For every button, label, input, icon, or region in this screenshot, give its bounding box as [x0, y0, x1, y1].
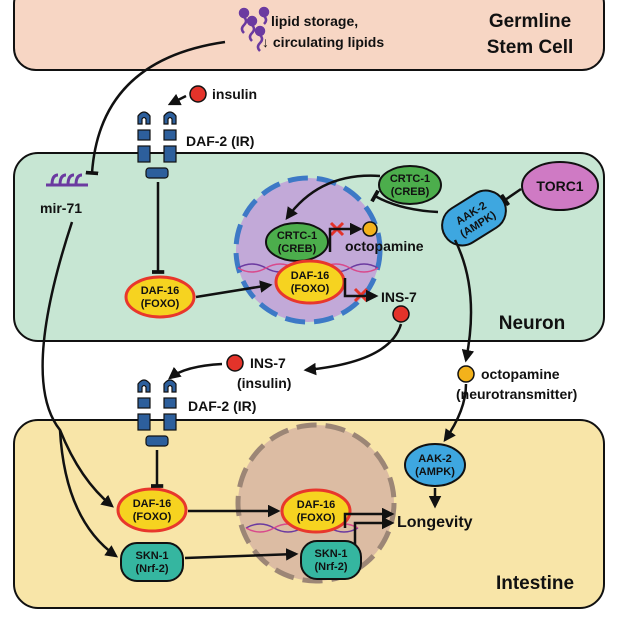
lipid-label-line2: ↓ circulating lipids	[262, 34, 384, 50]
ins7-secreted-label-line1: INS-7	[250, 355, 286, 371]
svg-text:CRTC-1: CRTC-1	[277, 230, 317, 242]
aak2-intestine-node: AAK-2 (AMPK)	[404, 443, 466, 487]
octopamine-label-line1: octopamine	[481, 366, 560, 382]
arrow-daf16-longevity	[343, 507, 395, 528]
crtc1-outer-node: CRTC-1 (CREB)	[378, 165, 442, 205]
torc1-node: TORC1	[521, 161, 599, 211]
arrow-skn1-longevity	[353, 516, 395, 545]
svg-text:SKN-1: SKN-1	[314, 548, 347, 560]
mir71-icon	[46, 173, 88, 187]
arrow-ins7-to-intestine	[303, 323, 403, 376]
arrow-ins7-to-daf2	[168, 362, 223, 380]
daf2-receptor-top	[137, 111, 177, 179]
svg-text:DAF-16: DAF-16	[141, 285, 180, 297]
svg-text:DAF-16: DAF-16	[297, 499, 336, 511]
insulin-dot	[189, 85, 207, 103]
lipid-icon	[238, 6, 270, 52]
svg-text:CRTC-1: CRTC-1	[390, 173, 430, 185]
germline-title-line1: Germline	[489, 11, 571, 32]
ins7-neuron-label: INS-7	[381, 289, 417, 305]
insulin-arrow	[167, 93, 187, 106]
svg-text:DAF-16: DAF-16	[291, 270, 330, 282]
arrow-mir71-inhibit-from-germline	[85, 40, 226, 176]
svg-text:DAF-16: DAF-16	[133, 498, 172, 510]
octopamine-dot-neuron	[362, 221, 378, 237]
arrow-octopamine-aak2	[443, 383, 468, 443]
svg-text:(FOXO): (FOXO)	[133, 511, 172, 523]
octopamine-label-line2: (neurotransmitter)	[456, 386, 577, 402]
arrow-mir71-skn1	[58, 429, 119, 558]
intestine-title: Intestine	[496, 573, 574, 594]
germline-title-line2: Stem Cell	[487, 37, 574, 58]
svg-text:TORC1: TORC1	[536, 178, 583, 194]
arrow-crtc1-outer-to-inner	[285, 174, 381, 221]
svg-text:(Nrf-2): (Nrf-2)	[136, 563, 169, 575]
ins7-secreted-label-line2: (insulin)	[237, 375, 291, 391]
daf16-neuron-cyto-node: DAF-16 (FOXO)	[124, 275, 196, 319]
mir71-label: mir-71	[40, 200, 82, 216]
longevity-label: Longevity	[397, 514, 473, 531]
svg-text:(Nrf-2): (Nrf-2)	[315, 561, 348, 573]
inhibit-aak2-crtc1	[370, 189, 439, 214]
arrow-daf16-cyto-to-nuc	[195, 280, 273, 299]
arrow-skn1-cyto-to-nuc	[184, 548, 299, 561]
lipid-label-line1: lipid storage,	[271, 13, 358, 29]
neuron-title: Neuron	[499, 313, 566, 334]
inhibit-torc1-aak2	[499, 187, 522, 207]
svg-text:SKN-1: SKN-1	[135, 550, 168, 562]
insulin-label: insulin	[212, 86, 257, 102]
octopamine-neuron-label: octopamine	[345, 238, 424, 254]
arrow-mir71-daf16-int	[41, 221, 114, 508]
daf16-neuron-nuc-node: DAF-16 (FOXO)	[274, 259, 346, 305]
octopamine-dot-secreted	[457, 365, 475, 383]
daf16-int-nuc-node: DAF-16 (FOXO)	[280, 488, 352, 534]
daf2-receptor-bottom	[137, 379, 177, 447]
daf2-label-bottom: DAF-2 (IR)	[188, 398, 256, 414]
skn1-nuc-node: SKN-1 (Nrf-2)	[300, 540, 362, 580]
svg-text:(FOXO): (FOXO)	[141, 298, 180, 310]
arrow-octopamine-promoter	[328, 222, 363, 252]
crtc1-inner-node: CRTC-1 (CREB)	[265, 222, 329, 262]
svg-text:(FOXO): (FOXO)	[297, 512, 336, 524]
svg-text:(FOXO): (FOXO)	[291, 283, 330, 295]
svg-text:(AMPK): (AMPK)	[415, 466, 455, 478]
skn1-cyto-node: SKN-1 (Nrf-2)	[120, 542, 184, 582]
ins7-dot-secreted	[226, 354, 244, 372]
daf2-label-top: DAF-2 (IR)	[186, 133, 254, 149]
germline-region	[13, 0, 605, 71]
arrow-aak2-octopamine	[453, 239, 475, 363]
svg-text:(CREB): (CREB)	[278, 243, 317, 255]
daf16-int-cyto-node: DAF-16 (FOXO)	[116, 487, 188, 533]
svg-text:AAK-2: AAK-2	[418, 453, 452, 465]
ins7-dot-neuron	[392, 305, 410, 323]
arrow-ins7-promoter	[343, 278, 379, 303]
svg-text:(CREB): (CREB)	[391, 186, 430, 198]
